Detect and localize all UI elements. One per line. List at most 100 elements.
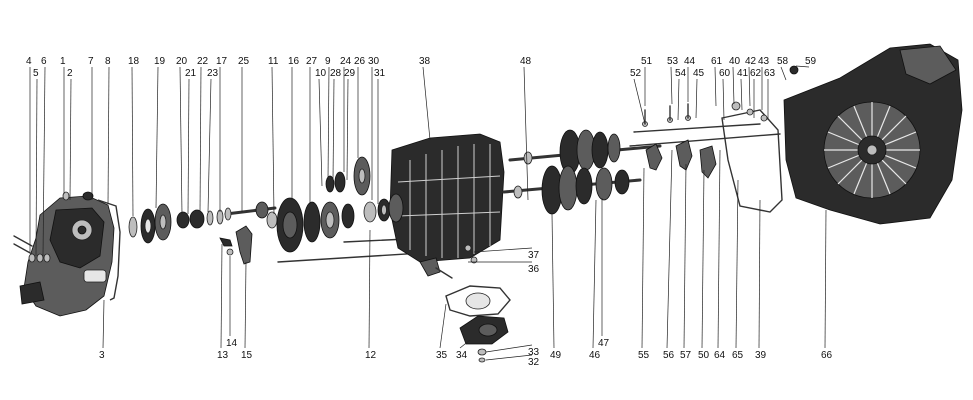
leader-line: [69, 78, 72, 201]
callout-39: 39: [755, 350, 767, 361]
callout-49: 49: [550, 350, 562, 361]
leader-line: [422, 66, 431, 141]
callout-64: 64: [714, 350, 726, 361]
leader-line: [439, 303, 447, 349]
callout-12: 12: [365, 350, 377, 361]
callout-5: 5: [33, 68, 39, 79]
leader-line: [695, 78, 698, 119]
leader-line: [551, 213, 555, 349]
shift-fork-small: [219, 225, 253, 265]
callout-14: 14: [226, 338, 238, 349]
leader-line: [714, 66, 717, 107]
gear-cluster-front: [266, 156, 391, 253]
transaxle-housing: [783, 43, 963, 225]
callout-4: 4: [26, 56, 32, 67]
callout-21: 21: [185, 68, 197, 79]
callout-34: 34: [456, 350, 468, 361]
callout-51: 51: [641, 56, 653, 67]
leader-line: [199, 66, 202, 213]
leader-line: [107, 66, 110, 205]
callout-22: 22: [197, 56, 209, 67]
leader-line: [42, 66, 46, 257]
leader-line: [485, 354, 533, 361]
callout-13: 13: [217, 350, 229, 361]
callout-2: 2: [67, 68, 73, 79]
callout-53: 53: [667, 56, 679, 67]
leader-line: [459, 339, 471, 349]
callout-63: 63: [764, 68, 776, 79]
callout-leader-lines: [29, 65, 827, 361]
callout-54: 54: [675, 68, 687, 79]
callout-15: 15: [241, 350, 253, 361]
leader-line: [633, 78, 646, 125]
leader-line: [35, 78, 38, 257]
leader-line: [332, 78, 335, 181]
small-studs-washers-left: [13, 191, 94, 263]
callout-59: 59: [805, 56, 817, 67]
leader-line: [666, 149, 673, 349]
callout-28: 28: [330, 68, 342, 79]
callout-8: 8: [105, 56, 111, 67]
callout-23: 23: [207, 68, 219, 79]
callout-48: 48: [520, 56, 532, 67]
small-bolts-right: [731, 65, 799, 122]
callout-37: 37: [528, 250, 540, 261]
callout-17: 17: [216, 56, 228, 67]
callout-1: 1: [60, 56, 66, 67]
callout-18: 18: [128, 56, 140, 67]
callout-56: 56: [663, 350, 675, 361]
callout-55: 55: [638, 350, 650, 361]
gasket-rear: [721, 109, 783, 213]
callout-40: 40: [729, 56, 741, 67]
callout-10: 10: [315, 68, 327, 79]
leader-line: [717, 149, 721, 349]
leader-line: [473, 247, 533, 253]
intermediate-housing: [388, 133, 505, 263]
callouts-top-row: 4 5 6 1 2 7 8 18 19 20 21 22 23 17 25 11…: [26, 56, 817, 79]
leader-line: [732, 66, 735, 105]
callout-30: 30: [368, 56, 380, 67]
callout-58: 58: [777, 56, 789, 67]
leader-line: [131, 66, 134, 217]
main-gear-train: [502, 129, 662, 215]
leader-line: [244, 261, 247, 349]
callout-42: 42: [745, 56, 757, 67]
callout-6: 6: [41, 56, 47, 67]
callout-31: 31: [374, 68, 386, 79]
callout-65: 65: [732, 350, 744, 361]
callout-44: 44: [684, 56, 696, 67]
leader-line: [318, 78, 323, 187]
callout-45: 45: [693, 68, 705, 79]
leader-line: [102, 299, 105, 349]
leader-line: [758, 199, 761, 349]
callout-29: 29: [344, 68, 356, 79]
callouts-bottom-row: 3 13 14 15 12 35 34 33 32 37 36 49 47 46…: [99, 250, 833, 368]
leader-line: [271, 66, 275, 215]
leader-line: [207, 78, 212, 213]
callout-46: 46: [589, 350, 601, 361]
input-bearings-and-gears: [128, 203, 224, 244]
callout-16: 16: [288, 56, 300, 67]
leader-line: [670, 66, 673, 105]
leader-line: [179, 66, 183, 215]
callout-50: 50: [698, 350, 710, 361]
callout-60: 60: [719, 68, 731, 79]
leader-line: [740, 78, 743, 111]
leader-line: [155, 66, 159, 209]
callout-36: 36: [528, 264, 540, 275]
selector-forks: [629, 103, 781, 179]
callout-27: 27: [306, 56, 318, 67]
callout-32: 32: [528, 357, 540, 368]
input-shaft: [224, 201, 277, 221]
callout-62: 62: [750, 68, 762, 79]
leader-line: [187, 78, 190, 215]
leader-line: [683, 163, 687, 349]
leader-line: [641, 167, 645, 349]
callout-9: 9: [325, 56, 331, 67]
callout-57: 57: [680, 350, 692, 361]
leader-line: [795, 65, 810, 68]
callout-33: 33: [528, 347, 540, 358]
leader-line: [780, 66, 787, 81]
leader-line: [523, 66, 529, 201]
